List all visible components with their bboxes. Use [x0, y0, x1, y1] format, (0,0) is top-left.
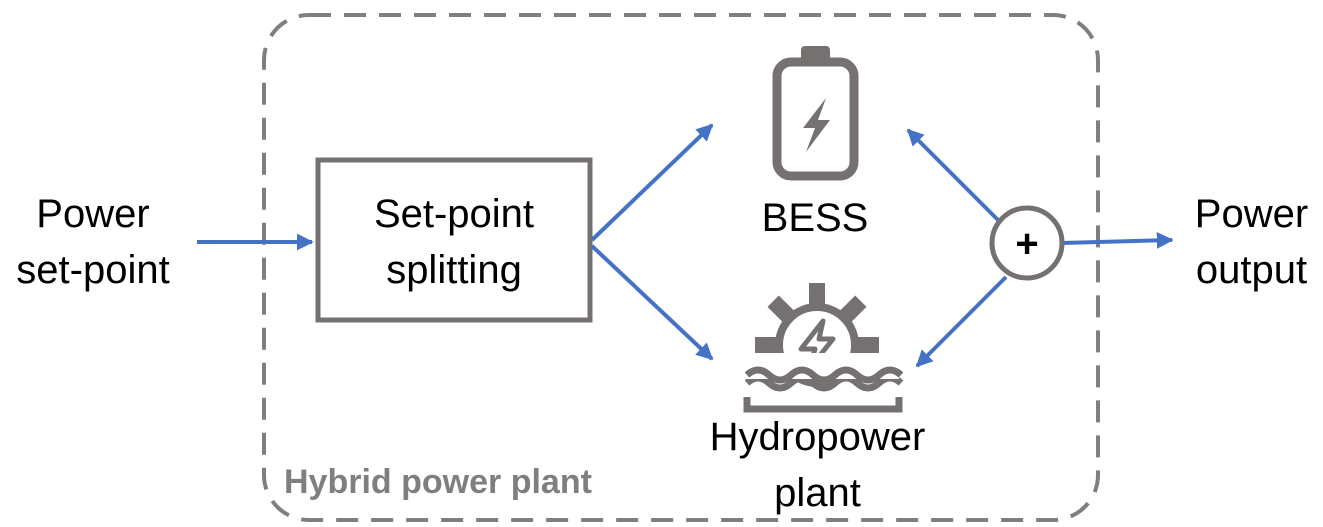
output-label-line2: output	[1195, 248, 1308, 292]
hydro-label: Hydropower plant	[680, 409, 955, 521]
hydro-label-line1: Hydropower	[709, 415, 926, 459]
input-label-line2: set-point	[16, 248, 170, 292]
output-arrow	[1061, 232, 1174, 249]
battery-icon	[772, 46, 859, 181]
arrow-to-hydro	[590, 244, 714, 361]
sum-junction	[989, 205, 1065, 281]
sum-symbol: +	[1015, 222, 1038, 266]
hydropower-icon	[743, 283, 904, 413]
arrow-sum-to-bess	[906, 128, 1000, 222]
hybrid-plant-container	[262, 13, 1100, 522]
splitter-label-line1: Set-point	[373, 192, 535, 236]
setpoint-splitting-box	[315, 157, 593, 323]
container-label: Hybrid power plant	[284, 463, 592, 501]
output-label-line1: Power	[1194, 192, 1309, 236]
arrow-sum-to-hydro	[915, 275, 1008, 368]
splitter-label: Set-point splitting	[318, 186, 590, 298]
input-label: Power set-point	[0, 186, 186, 298]
hydro-label-line2: plant	[774, 471, 861, 515]
arrow-to-bess	[590, 123, 714, 242]
bess-label: BESS	[761, 196, 869, 240]
output-label: Power output	[1180, 186, 1323, 298]
input-label-line1: Power	[36, 192, 150, 236]
splitter-label-line2: splitting	[386, 248, 522, 292]
